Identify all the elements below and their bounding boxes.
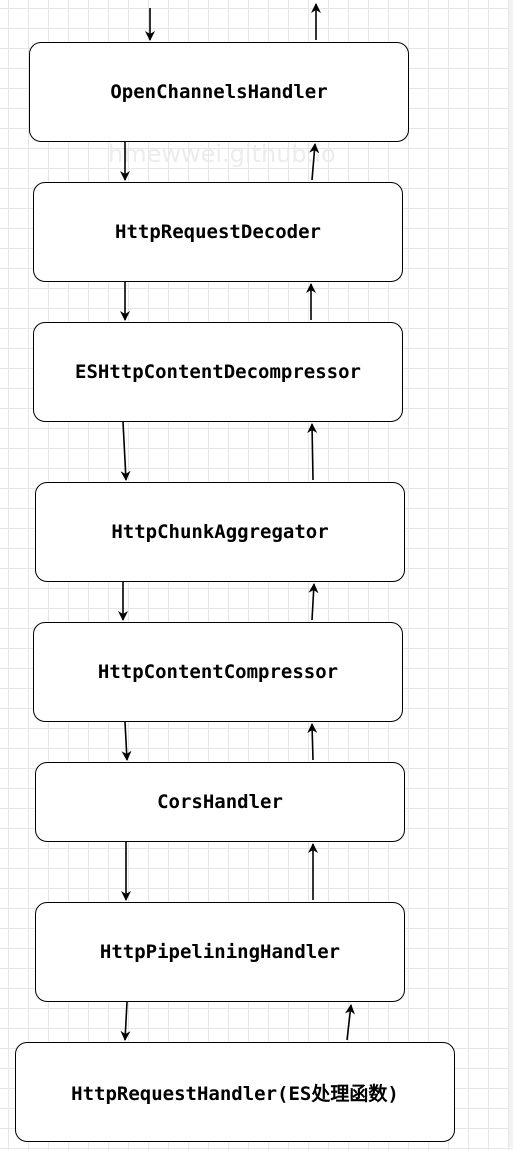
arrow-down-pipelining-to-request-handler (120, 1001, 131, 1041)
node-http-request-decoder: HttpRequestDecoder (33, 182, 403, 282)
node-http-pipelining-handler: HttpPipeliningHandler (35, 902, 405, 1002)
node-http-content-compressor: HttpContentCompressor (33, 622, 403, 722)
node-cors-handler: CorsHandler (35, 762, 405, 842)
arrow-down-decompressor-to-aggregator (120, 421, 131, 481)
arrow-up-compressor-to-aggregator (308, 583, 319, 621)
node-http-chunk-aggregator: HttpChunkAggregator (35, 482, 405, 582)
arrow-up-decoder-to-open (309, 143, 320, 181)
arrow-down-compressor-to-cors (121, 721, 132, 761)
arrow-up-request-handler-to-pipelining (345, 1004, 355, 1041)
node-es-http-content-decompressor: ESHttpContentDecompressor (33, 322, 403, 422)
arrow-up-cors-to-compressor (307, 723, 318, 761)
arrow-up-aggregator-to-decompressor (307, 423, 318, 481)
canvas-edge (509, 0, 513, 1150)
node-http-request-handler: HttpRequestHandler(ES处理函数) (15, 1042, 455, 1142)
node-open-channels-handler: OpenChannelsHandler (29, 42, 409, 142)
